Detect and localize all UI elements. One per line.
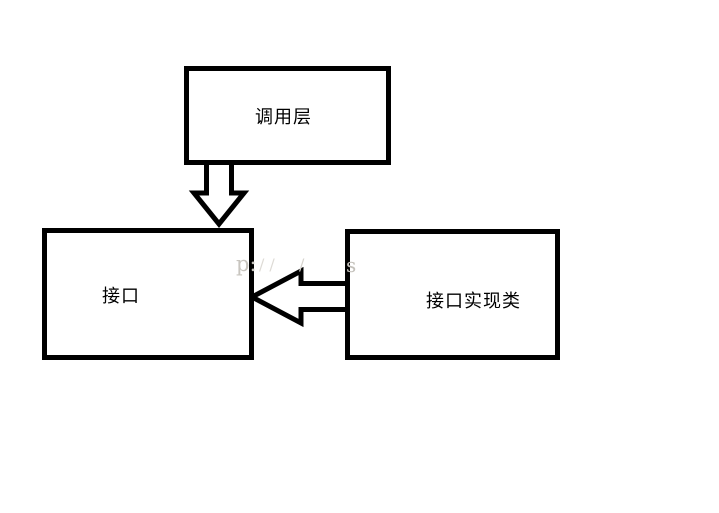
arrow-caller-to-interface xyxy=(188,160,250,228)
node-interface-impl-label: 接口实现类 xyxy=(426,291,521,311)
watermark-fragment: // xyxy=(259,255,280,274)
node-caller-label: 调用层 xyxy=(255,107,312,127)
watermark-fragment: s xyxy=(346,253,357,277)
node-caller-layer: 调用层 xyxy=(184,66,391,165)
watermark-fragment: / xyxy=(299,255,305,274)
node-interface-label: 接口 xyxy=(102,286,140,306)
watermark-fragment: p: xyxy=(236,252,257,276)
node-interface-impl-class: 接口实现类 xyxy=(345,229,560,360)
arrow-impl-to-interface xyxy=(246,266,350,328)
node-interface: 接口 xyxy=(42,228,254,360)
